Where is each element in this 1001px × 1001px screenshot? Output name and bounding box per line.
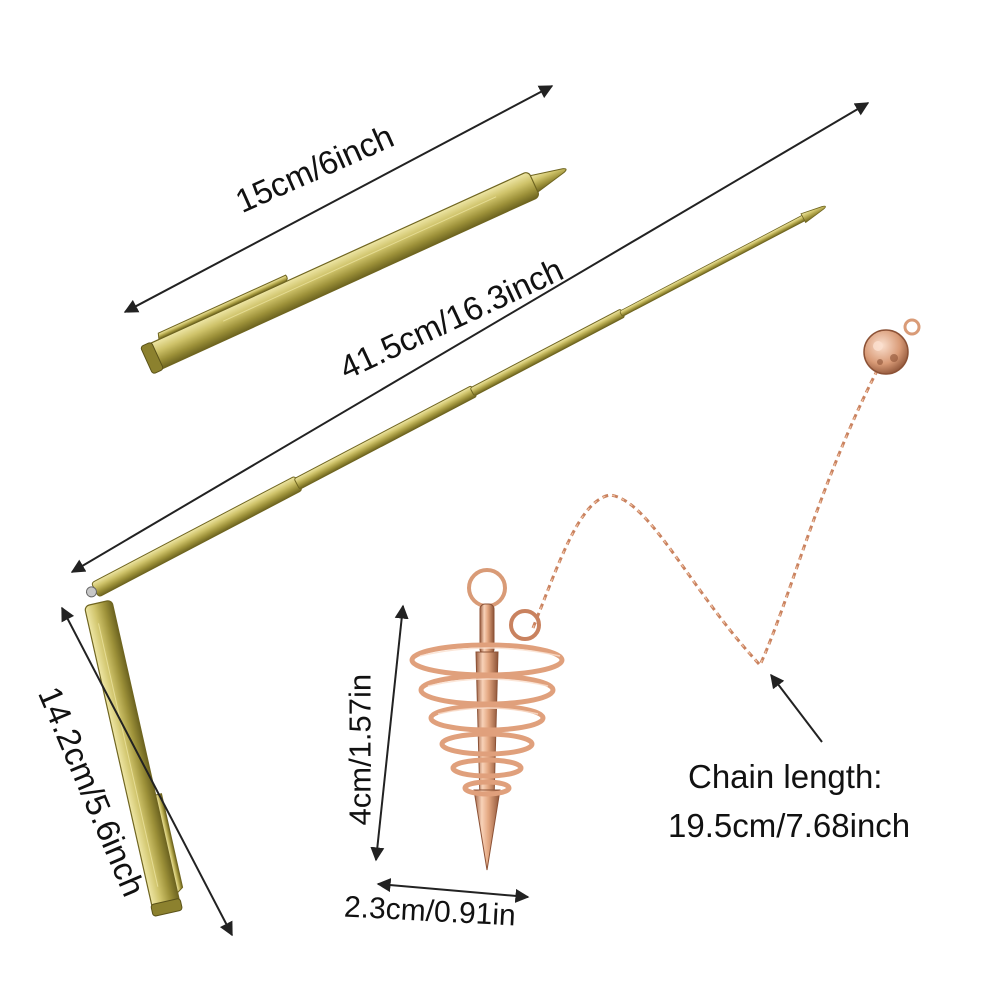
- chain-bead: [863, 318, 921, 375]
- short-rod: [140, 168, 567, 374]
- arrow-extended-rod: [70, 102, 870, 573]
- pendulum-chain: [531, 364, 882, 668]
- arrow-handle: [61, 606, 233, 937]
- spiral-pendulum: [409, 568, 565, 871]
- pendulum-height-label: 4cm/1.57in: [342, 673, 378, 826]
- arrow-pendulum-width: [376, 878, 530, 903]
- chain-length-value: 19.5cm/7.68inch: [668, 807, 911, 844]
- extended-rod: [85, 205, 826, 598]
- arrow-pendulum-height: [370, 604, 409, 862]
- chain-length-title: Chain length:: [688, 758, 883, 795]
- dimension-arrows: [61, 85, 870, 937]
- arrow-chain: [770, 673, 823, 743]
